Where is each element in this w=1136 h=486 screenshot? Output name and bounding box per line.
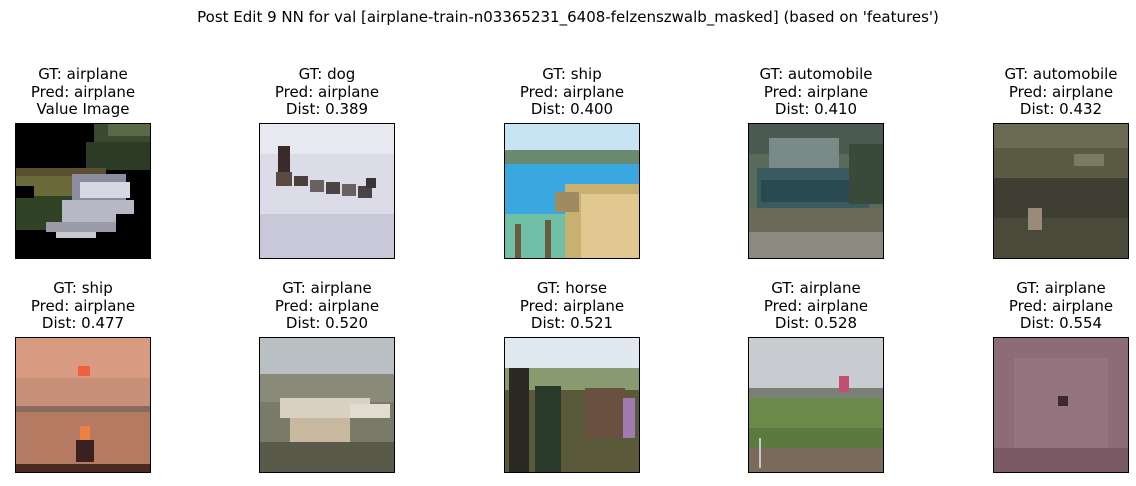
pred-label: Pred: airplane bbox=[1008, 82, 1114, 101]
info-label: Dist: 0.477 bbox=[41, 314, 125, 332]
pred-label: Pred: airplane bbox=[30, 82, 136, 101]
info-label: Dist: 0.520 bbox=[285, 314, 369, 332]
gt-label: GT: ship bbox=[53, 279, 113, 297]
pred-label: Pred: airplane bbox=[1008, 296, 1114, 315]
gt-label: GT: airplane bbox=[771, 279, 861, 297]
panel-caption: GT: airplane Pred: airplane Dist: 0.554 bbox=[953, 279, 1136, 333]
neighbor-image bbox=[993, 123, 1129, 259]
neighbor-image bbox=[259, 337, 395, 473]
pred-label: Pred: airplane bbox=[763, 296, 869, 315]
pred-label: Pred: airplane bbox=[274, 82, 380, 101]
panel-caption: GT: ship Pred: airplane Dist: 0.400 bbox=[464, 65, 680, 119]
figure-title: Post Edit 9 NN for val [airplane-train-n… bbox=[197, 8, 939, 26]
info-label: Dist: 0.521 bbox=[530, 314, 614, 332]
panel-caption: GT: ship Pred: airplane Dist: 0.477 bbox=[0, 279, 191, 333]
info-label: Dist: 0.432 bbox=[1019, 100, 1103, 118]
panel-caption: GT: airplane Pred: airplane Dist: 0.528 bbox=[708, 279, 924, 333]
pred-label: Pred: airplane bbox=[519, 296, 625, 315]
value-image bbox=[15, 123, 151, 259]
panel-caption: GT: automobile Pred: airplane Dist: 0.41… bbox=[708, 65, 924, 119]
neighbor-image bbox=[259, 123, 395, 259]
neighbor-image bbox=[504, 337, 640, 473]
info-label: Value Image bbox=[36, 100, 130, 118]
info-label: Dist: 0.528 bbox=[774, 314, 858, 332]
pred-label: Pred: airplane bbox=[519, 82, 625, 101]
neighbor-image bbox=[993, 337, 1129, 473]
gt-label: GT: airplane bbox=[38, 65, 128, 83]
pred-label: Pred: airplane bbox=[30, 296, 136, 315]
gt-label: GT: airplane bbox=[282, 279, 372, 297]
gt-label: GT: automobile bbox=[759, 65, 873, 83]
pred-label: Pred: airplane bbox=[274, 296, 380, 315]
panel-caption: GT: airplane Pred: airplane Value Image bbox=[0, 65, 191, 119]
panel-caption: GT: automobile Pred: airplane Dist: 0.43… bbox=[953, 65, 1136, 119]
gt-label: GT: ship bbox=[542, 65, 602, 83]
info-label: Dist: 0.400 bbox=[530, 100, 614, 118]
panel-caption: GT: airplane Pred: airplane Dist: 0.520 bbox=[219, 279, 435, 333]
pred-label: Pred: airplane bbox=[763, 82, 869, 101]
info-label: Dist: 0.389 bbox=[285, 100, 369, 118]
panel-caption: GT: horse Pred: airplane Dist: 0.521 bbox=[464, 279, 680, 333]
gt-label: GT: dog bbox=[298, 65, 356, 83]
neighbor-image bbox=[15, 337, 151, 473]
info-label: Dist: 0.554 bbox=[1019, 314, 1103, 332]
neighbor-image bbox=[748, 123, 884, 259]
gt-label: GT: automobile bbox=[1004, 65, 1118, 83]
neighbor-image bbox=[748, 337, 884, 473]
gt-label: GT: horse bbox=[536, 279, 608, 297]
panel-caption: GT: dog Pred: airplane Dist: 0.389 bbox=[219, 65, 435, 119]
neighbor-image bbox=[504, 123, 640, 259]
info-label: Dist: 0.410 bbox=[774, 100, 858, 118]
gt-label: GT: airplane bbox=[1016, 279, 1106, 297]
